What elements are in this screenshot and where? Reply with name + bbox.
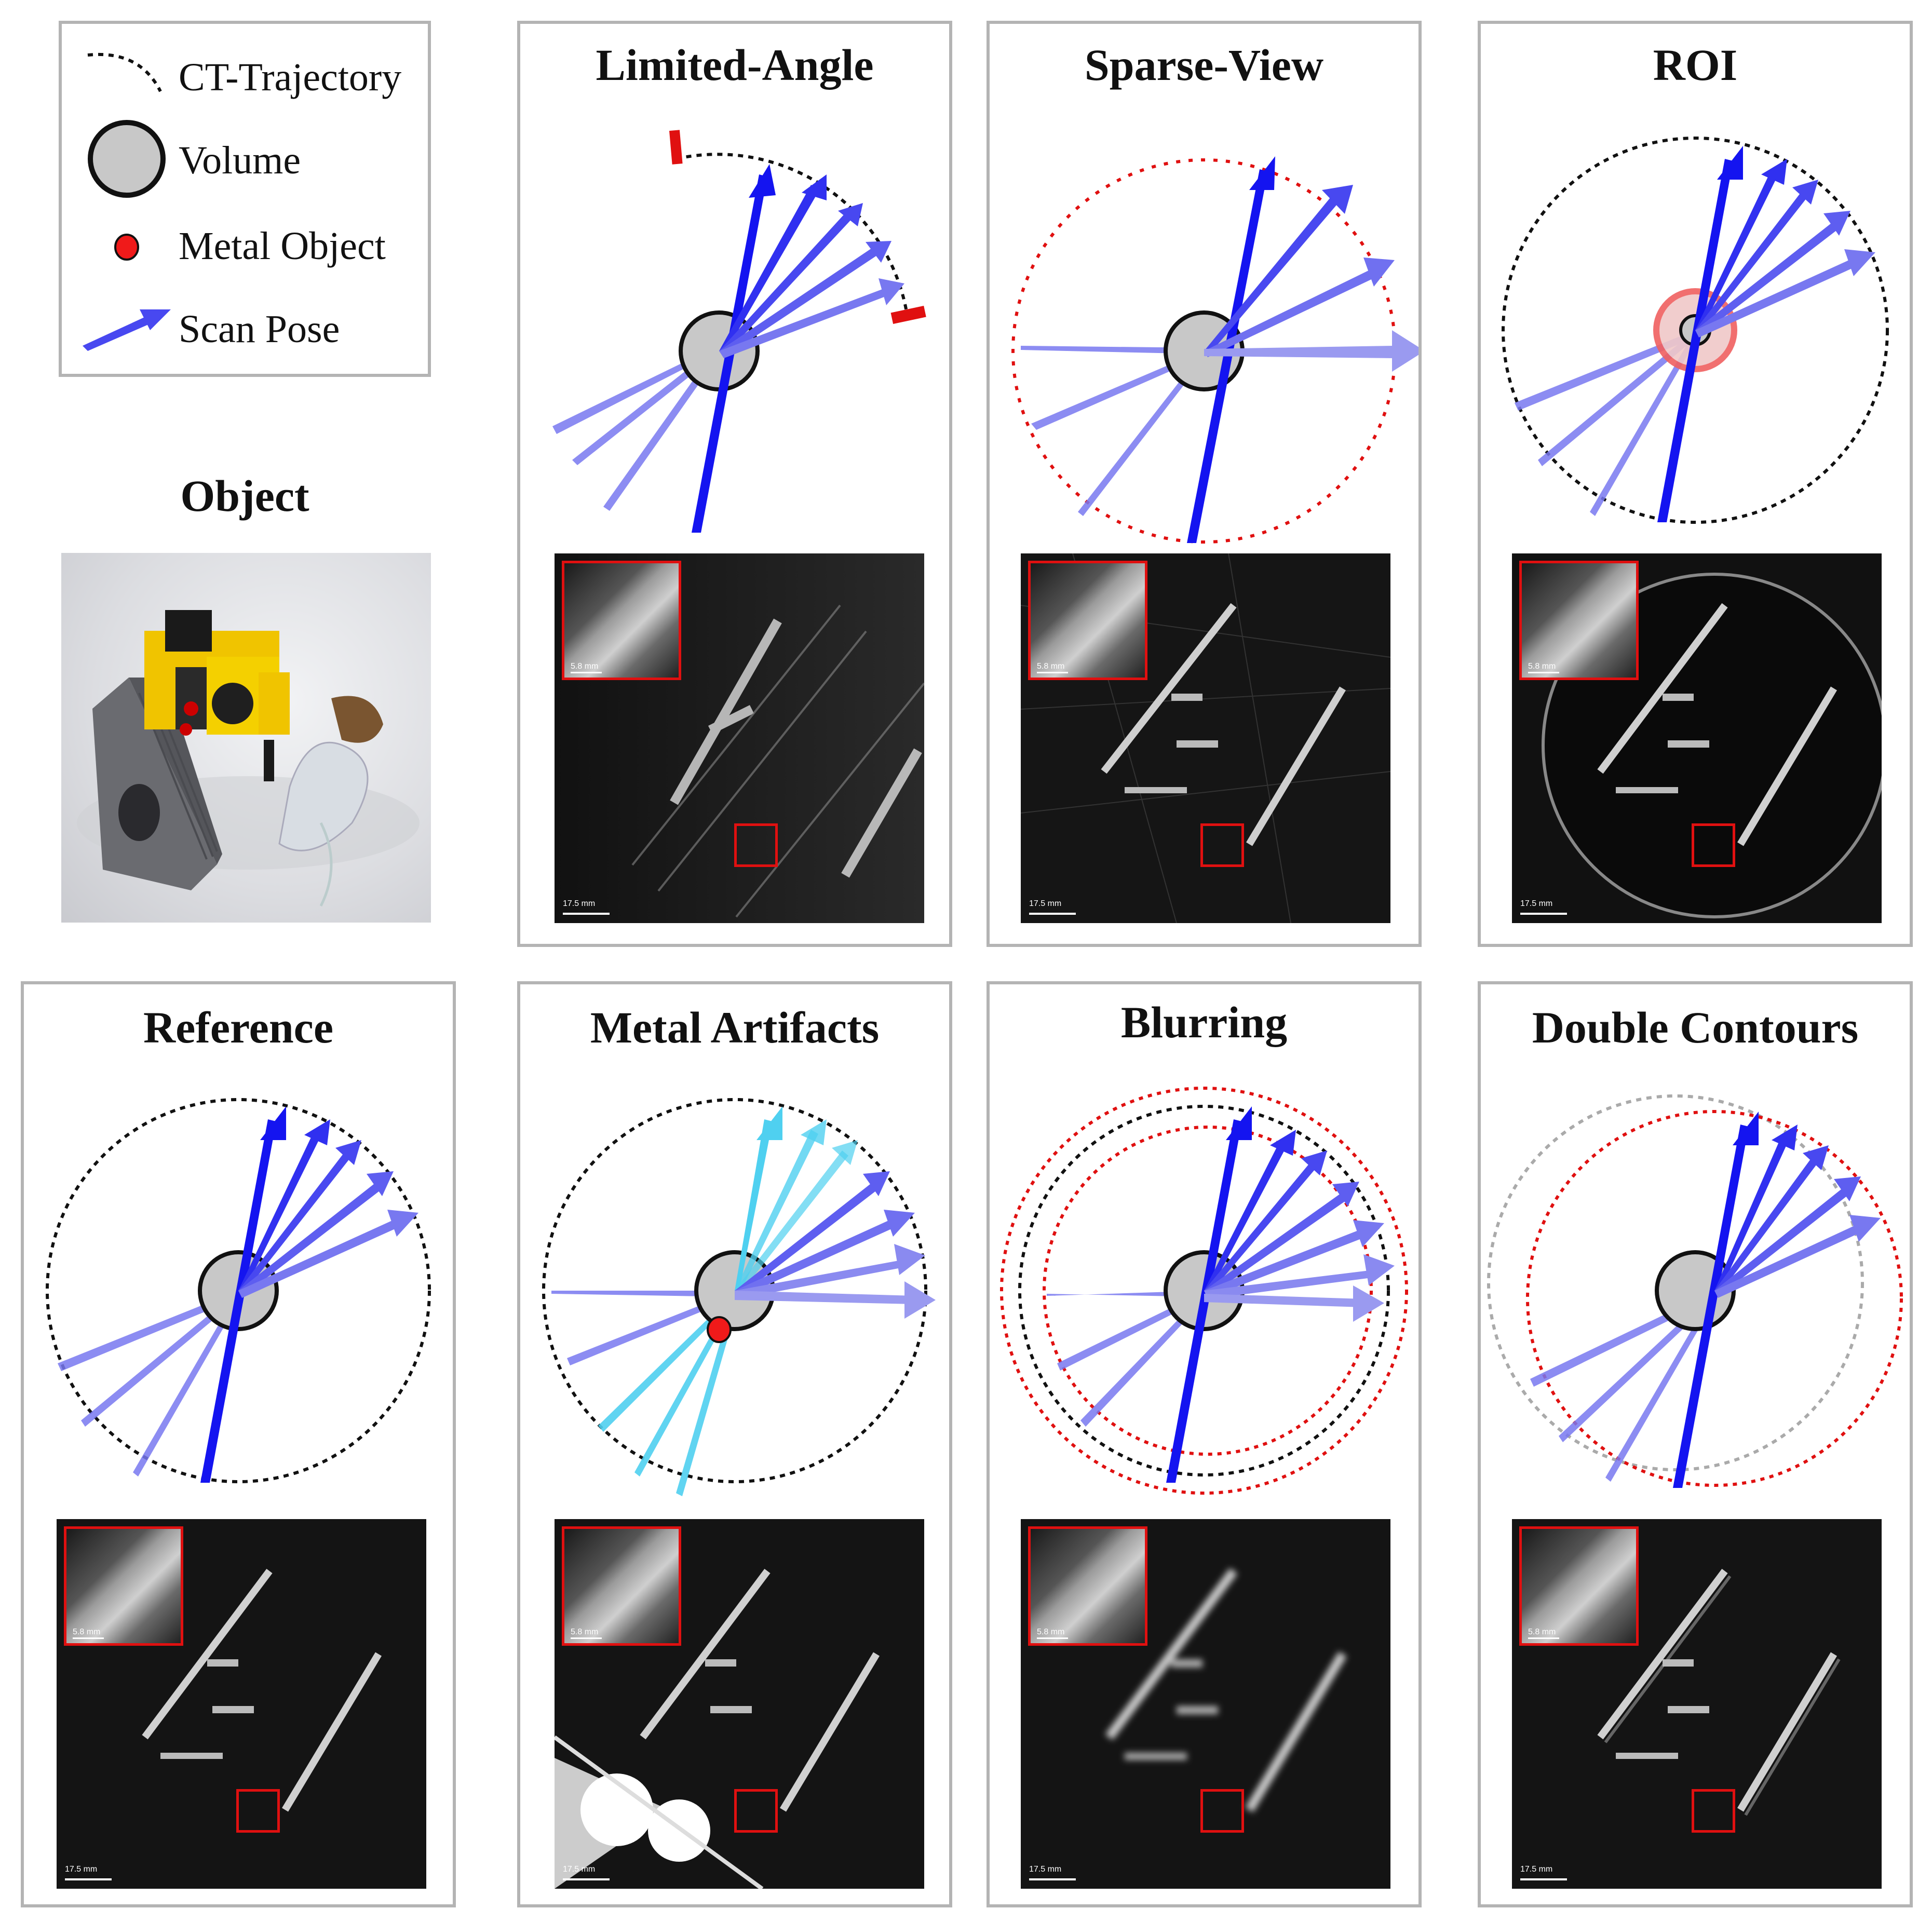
panel-title-blurring: Blurring xyxy=(1120,997,1288,1047)
scale-bar-roi xyxy=(1520,913,1567,915)
inset-scale-label: 5.8 mm xyxy=(571,662,599,671)
legend-pose-label: Scan Pose xyxy=(179,307,340,351)
object-photo-illustration xyxy=(77,610,420,907)
inset-scale-label: 5.8 mm xyxy=(1528,662,1556,671)
legend-volume: Volume xyxy=(62,115,428,198)
panel-reference: Reference xyxy=(21,981,456,1907)
metal-object-icon xyxy=(114,234,139,261)
roi-box-blurring xyxy=(1200,1789,1244,1833)
scale-bar-limited-angle xyxy=(563,913,610,915)
ct-slice-reference xyxy=(57,1519,426,1889)
inset-scale-bar xyxy=(571,1637,602,1639)
diagram-reference xyxy=(46,1098,431,1483)
scale-label-metal-artifacts: 17.5 mm xyxy=(563,1865,596,1874)
ct-image-double-contours: 5.8 mm 17.5 mm xyxy=(1512,1519,1882,1889)
scan-pose-icon xyxy=(83,309,171,351)
ct-image-metal-artifacts: 5.8 mm 17.5 mm xyxy=(555,1519,924,1889)
scale-label-double-contours: 17.5 mm xyxy=(1520,1865,1553,1874)
inset-zoom-metal-artifacts: 5.8 mm xyxy=(562,1526,681,1646)
ct-image-roi: 5.8 mm 17.5 mm xyxy=(1512,553,1882,923)
diagram-double-contours xyxy=(1487,1094,1903,1488)
ct-image-sparse-view: 5.8 mm 17.5 mm xyxy=(1021,553,1390,923)
inset-zoom-sparse-view: 5.8 mm xyxy=(1028,561,1147,680)
panel-blurring: Blurring xyxy=(987,981,1422,1907)
inset-scale-label: 5.8 mm xyxy=(1037,662,1065,671)
inset-scale-label: 5.8 mm xyxy=(571,1628,599,1636)
ct-image-blurring: 5.8 mm 17.5 mm xyxy=(1021,1519,1390,1889)
inset-zoom-double-contours: 5.8 mm xyxy=(1519,1526,1639,1646)
legend-pose: Scan Pose xyxy=(62,294,428,367)
scale-bar-reference xyxy=(65,1878,112,1880)
inset-zoom-reference: 5.8 mm xyxy=(64,1526,183,1646)
inset-scale-label: 5.8 mm xyxy=(1037,1628,1065,1636)
volume-icon xyxy=(88,120,166,198)
ct-image-limited-angle: 5.8 mm 17.5 mm xyxy=(555,553,924,923)
legend-metal-label: Metal Object xyxy=(179,224,386,268)
inset-scale-bar xyxy=(571,672,602,673)
legend-metal: Metal Object xyxy=(62,211,428,283)
roi-box-double-contours xyxy=(1692,1789,1735,1833)
diagram-sparse-view xyxy=(1011,156,1418,544)
scale-label-limited-angle: 17.5 mm xyxy=(563,899,596,908)
inset-zoom-roi: 5.8 mm xyxy=(1519,561,1639,680)
roi-box-limited-angle xyxy=(734,823,778,867)
panel-title-reference: Reference xyxy=(143,1003,334,1052)
diagram-roi xyxy=(1502,137,1889,524)
panel-double-contours: Double Contours xyxy=(1478,981,1913,1907)
object-photo xyxy=(61,553,431,923)
inset-scale-bar xyxy=(1528,672,1559,673)
legend-trajectory: CT-Trajectory xyxy=(62,34,428,107)
ct-image-reference: 5.8 mm 17.5 mm xyxy=(57,1519,426,1889)
trajectory-icon xyxy=(87,52,162,92)
scale-label-reference: 17.5 mm xyxy=(65,1865,98,1874)
diagram-metal-artifacts xyxy=(542,1098,936,1496)
scale-label-sparse-view: 17.5 mm xyxy=(1029,899,1062,908)
panel-metal-artifacts: Metal Artifacts xyxy=(517,981,952,1907)
roi-box-metal-artifacts xyxy=(734,1789,778,1833)
inset-zoom-limited-angle: 5.8 mm xyxy=(562,561,681,680)
scale-bar-double-contours xyxy=(1520,1878,1567,1880)
inset-scale-bar xyxy=(1528,1637,1559,1639)
panel-title-roi: ROI xyxy=(1653,40,1738,90)
diagram-blurring xyxy=(1000,1087,1408,1495)
inset-zoom-blurring: 5.8 mm xyxy=(1028,1526,1147,1646)
inset-scale-label: 5.8 mm xyxy=(1528,1628,1556,1636)
panel-title-sparse-view: Sparse-View xyxy=(1084,40,1324,90)
scale-bar-metal-artifacts xyxy=(563,1878,610,1880)
legend: CT-Trajectory Volume Metal Object Scan P… xyxy=(59,21,431,377)
object-title: Object xyxy=(180,471,309,521)
roi-box-reference xyxy=(236,1789,280,1833)
scale-label-roi: 17.5 mm xyxy=(1520,899,1553,908)
legend-volume-label: Volume xyxy=(179,139,301,182)
inset-scale-bar xyxy=(1037,672,1068,673)
diagram-limited-angle xyxy=(552,130,926,533)
inset-scale-label: 5.8 mm xyxy=(73,1628,101,1636)
panel-title-double-contours: Double Contours xyxy=(1532,1003,1859,1052)
panel-title-limited-angle: Limited-Angle xyxy=(596,40,874,90)
inset-scale-bar xyxy=(1037,1637,1068,1639)
panel-sparse-view: Sparse-View xyxy=(987,21,1422,947)
scale-bar-sparse-view xyxy=(1029,913,1076,915)
legend-trajectory-label: CT-Trajectory xyxy=(179,56,402,99)
roi-box-roi xyxy=(1692,823,1735,867)
roi-box-sparse-view xyxy=(1200,823,1244,867)
panel-roi: ROI xyxy=(1478,21,1913,947)
panel-title-metal-artifacts: Metal Artifacts xyxy=(590,1003,880,1052)
panel-limited-angle: Limited-Angle xyxy=(517,21,952,947)
inset-scale-bar xyxy=(73,1637,104,1639)
scale-label-blurring: 17.5 mm xyxy=(1029,1865,1062,1874)
scale-bar-blurring xyxy=(1029,1878,1076,1880)
